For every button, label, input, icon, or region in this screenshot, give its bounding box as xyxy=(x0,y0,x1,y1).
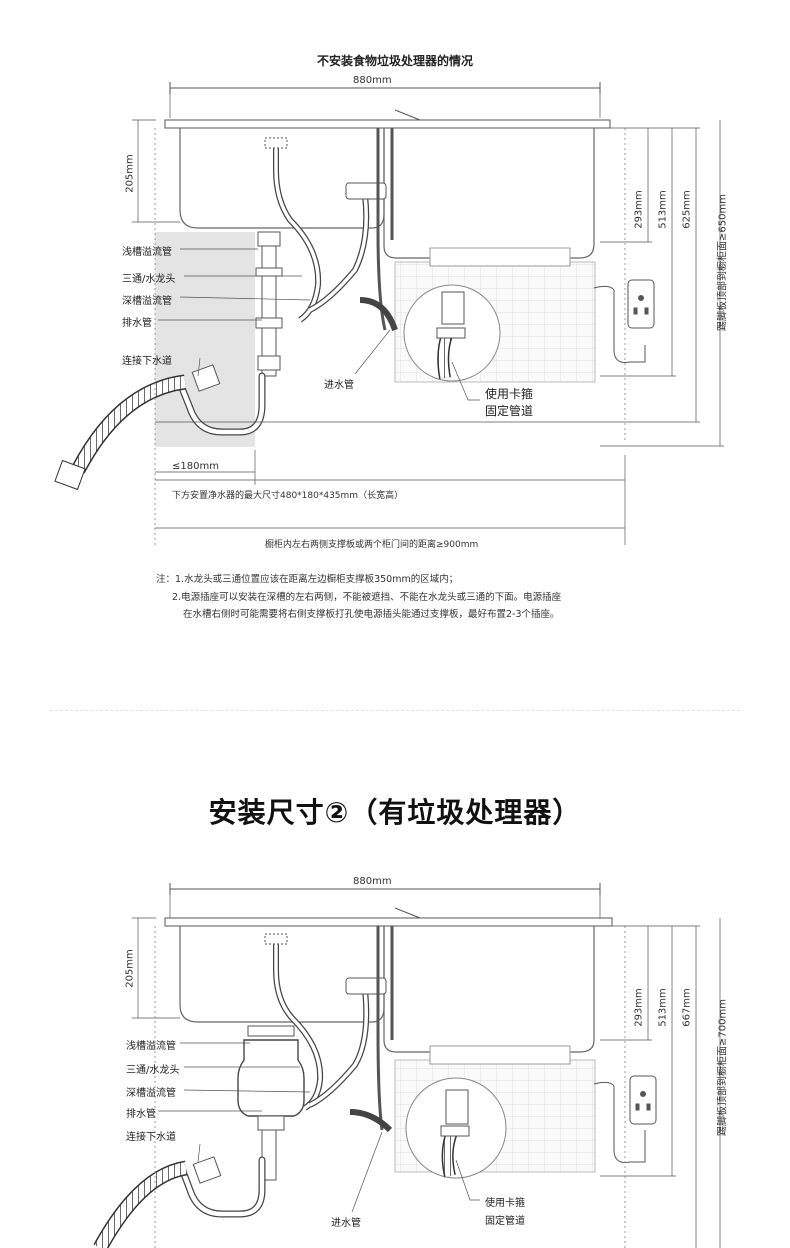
width-dimension: 880mm xyxy=(353,75,392,86)
label-shallow-overflow-2: 浅槽溢流管 xyxy=(126,1041,176,1052)
diagram-1 xyxy=(54,82,724,545)
note-3: 在水槽右侧时可能需要将右侧支撑板打孔使电源插头能通过支撑板，最好布置2-3个插座… xyxy=(183,609,560,620)
diagram-1-title: 不安装食物垃圾处理器的情况 xyxy=(316,54,473,68)
dim-kick-board: 踢脚板顶部到橱柜面≥650mm xyxy=(717,194,729,331)
label-clamp-line2-2: 固定管道 xyxy=(485,1216,525,1227)
note-1: 注：1.水龙头或三通位置应该在距离左边橱柜支撑板350mm的区域内； xyxy=(156,574,459,585)
note-2: 2.电源插座可以安装在深槽的左右两侧，不能被遮挡、不能在水龙头或三通的下面。电源… xyxy=(172,592,562,603)
dim-667: 667mm xyxy=(681,988,693,1027)
label-tee-faucet: 三通/水龙头 xyxy=(122,274,176,285)
dim-513: 513mm xyxy=(657,190,669,229)
label-deep-overflow: 深槽溢流管 xyxy=(122,296,172,307)
label-shallow-overflow: 浅槽溢流管 xyxy=(122,247,172,258)
dim-293-2: 293mm xyxy=(633,988,645,1027)
cabinet-note: 橱柜内左右两侧支撑板或两个柜门间的距离≥900mm xyxy=(265,540,479,550)
label-clamp-line1-2: 使用卡箍 xyxy=(485,1198,525,1209)
width-dimension-2: 880mm xyxy=(353,876,392,887)
dim-293: 293mm xyxy=(633,190,645,229)
dim-513-2: 513mm xyxy=(657,988,669,1027)
left-height-dimension-2: 205mm xyxy=(124,949,136,988)
left-height-dimension: 205mm xyxy=(124,154,136,193)
label-inlet-pipe-2: 进水管 xyxy=(331,1218,361,1229)
label-clamp-line2: 固定管道 xyxy=(485,404,534,418)
diagram-2 xyxy=(93,883,721,1248)
label-drain-pipe-2: 排水管 xyxy=(126,1109,156,1120)
label-tee-faucet-2: 三通/水龙头 xyxy=(126,1065,180,1076)
label-clamp-line1: 使用卡箍 xyxy=(485,387,534,401)
dim-kick-board-2: 踢脚板顶部到橱柜面≥700mm xyxy=(717,999,729,1136)
section-2-title: 安装尺寸②（有垃圾处理器） xyxy=(208,796,582,829)
label-inlet-pipe: 进水管 xyxy=(324,380,354,391)
purifier-note: 下方安置净水器的最大尺寸480*180*435mm（长宽高） xyxy=(172,491,404,501)
dim-625: 625mm xyxy=(681,190,693,229)
dim-180: ≤180mm xyxy=(172,461,219,472)
label-drain-pipe: 排水管 xyxy=(122,318,152,329)
label-deep-overflow-2: 深槽溢流管 xyxy=(126,1088,176,1099)
label-connect-drain-2: 连接下水道 xyxy=(126,1132,176,1143)
section-divider xyxy=(50,710,740,711)
label-connect-drain: 连接下水道 xyxy=(122,356,172,367)
